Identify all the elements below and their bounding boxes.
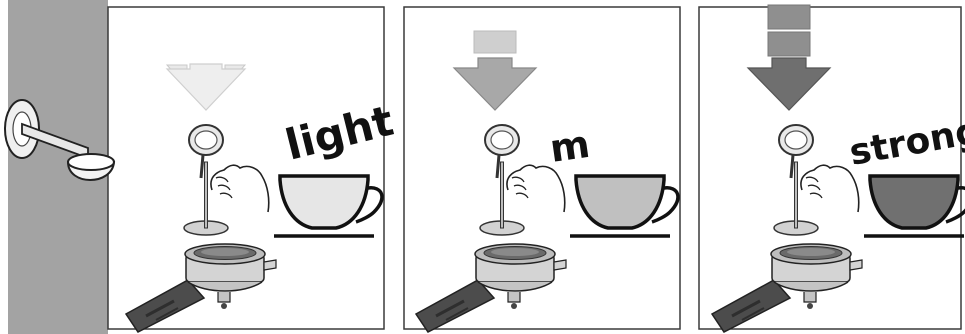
wall-scoop-icon xyxy=(4,99,116,181)
arrow-down-icon xyxy=(452,30,538,111)
arrow-down-icon xyxy=(165,63,247,111)
panel-medium: m xyxy=(403,6,681,334)
arrow-down-icon xyxy=(746,4,832,111)
strength-label-medium: m xyxy=(547,122,592,171)
panel-light: light xyxy=(4,0,398,334)
panel-strong: strong xyxy=(698,4,965,334)
